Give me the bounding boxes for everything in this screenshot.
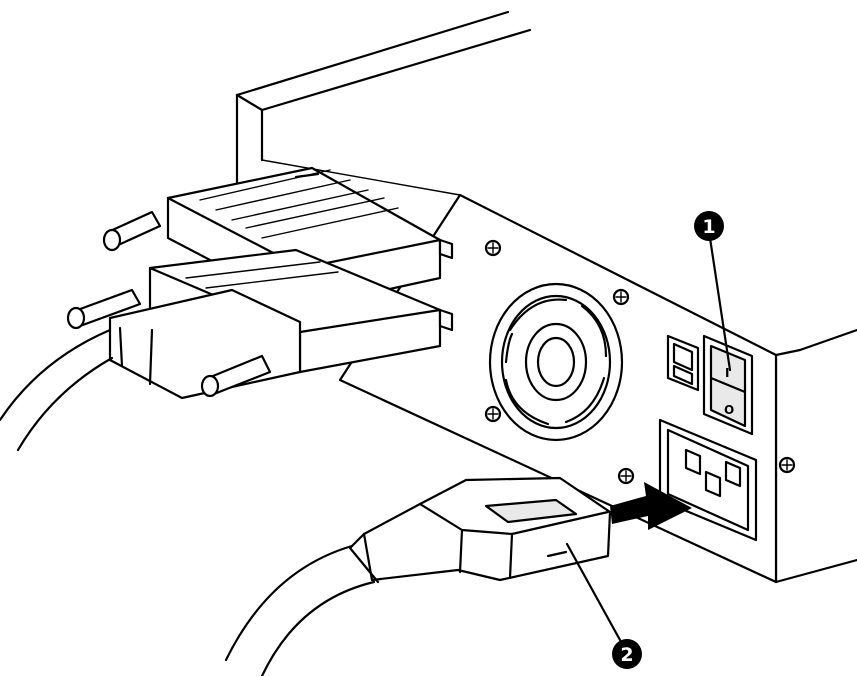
scsi-cable-connector [66, 248, 454, 400]
screw-icon [612, 288, 630, 306]
arrow-icon [610, 482, 692, 530]
callout-1: 1 [694, 211, 732, 372]
screw-icon [484, 239, 502, 257]
power-cord [224, 544, 376, 676]
screw-icon [778, 456, 796, 474]
screw-icon [484, 405, 502, 423]
power-switch: I O [702, 334, 754, 436]
screw-icon [617, 467, 635, 485]
power-cord-connector [348, 476, 612, 584]
callout-1-label: 1 [702, 216, 715, 238]
callout-2-label: 2 [620, 644, 633, 666]
scsi-cable [0, 328, 114, 452]
dip-switch-block [666, 334, 700, 392]
switch-on-symbol: I [725, 366, 729, 380]
fan-grille-icon [488, 282, 624, 442]
switch-off-symbol: O [724, 403, 734, 417]
callout-2: 2 [565, 542, 642, 669]
